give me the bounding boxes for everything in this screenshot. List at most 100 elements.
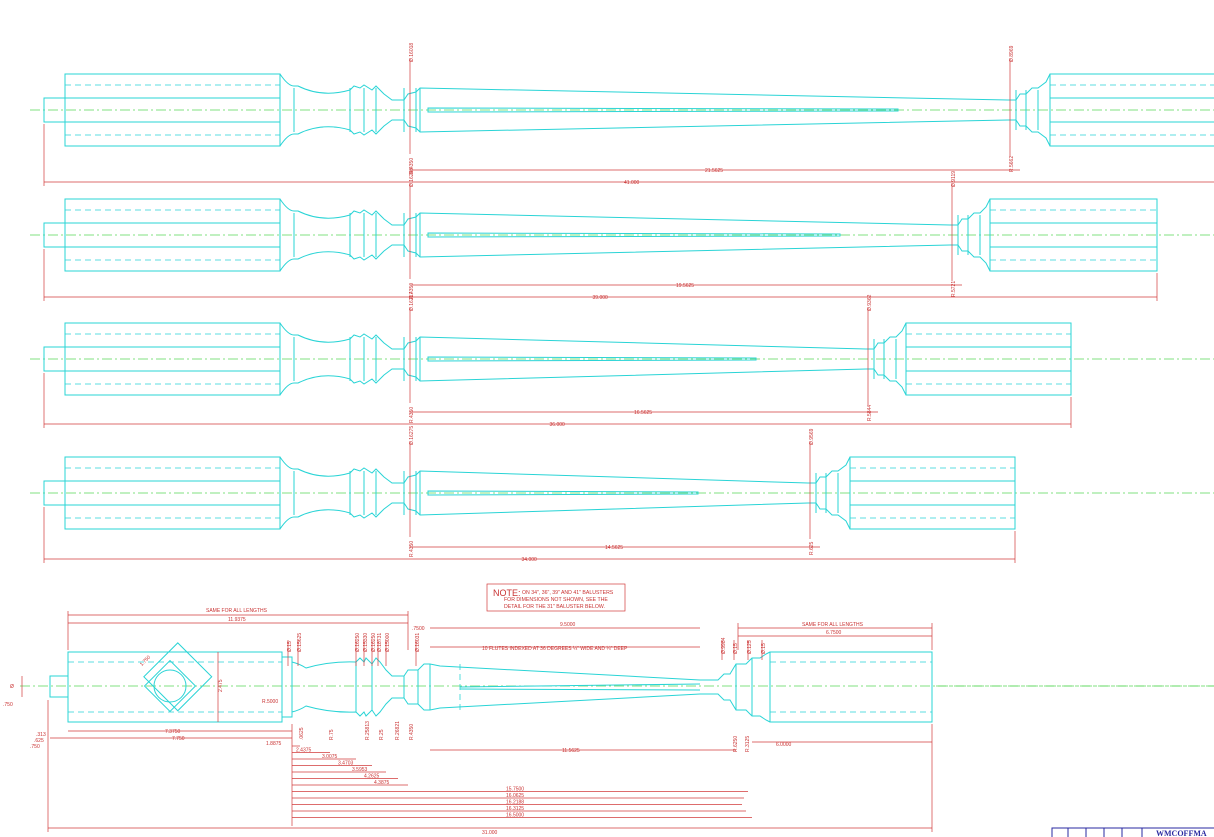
detail-right-top-label: Ø.15 xyxy=(733,643,739,654)
dim-left-block: 11.9375 xyxy=(228,617,246,623)
detail-top-label: Ø.15000 xyxy=(385,633,391,652)
overall-label: 41.000 xyxy=(624,180,640,186)
detail-right-top-label: Ø.125 xyxy=(747,640,753,654)
right-radius-label: R.5662 xyxy=(1009,156,1015,172)
detail-top-label: Ø.15330 xyxy=(363,633,369,652)
right-block xyxy=(989,198,1158,272)
detail-top-label: Ø.16250 xyxy=(371,633,377,652)
flute-note: 10 FLUTES INDEXED AT 36 DEGREES ¼" WIDE … xyxy=(482,646,628,652)
stack-dim-label: 2.4375 xyxy=(296,748,312,754)
left-radius-label: R.4350 xyxy=(409,407,415,423)
small-dim-625: .625 xyxy=(34,738,44,744)
profile-lower xyxy=(279,244,991,272)
stack-dim-label: 3.5953 xyxy=(352,767,368,773)
radius-5000: R.5000 xyxy=(262,699,278,705)
detail-bottom-label: R.4350 xyxy=(409,724,415,740)
detail-top-label: Ø.15 xyxy=(287,641,293,652)
detail-right-top-label: Ø.9984 xyxy=(721,637,727,654)
left-block xyxy=(64,198,281,272)
taper-length-label: 16.5625 xyxy=(634,410,652,416)
flute xyxy=(427,490,699,496)
profile-lower xyxy=(279,368,907,396)
overall-label: 36.000 xyxy=(550,422,566,428)
stack-dim-label: 16.0625 xyxy=(506,793,524,799)
bottom-diameter-label: Ø.8969 xyxy=(1009,45,1015,62)
bottom-diameter-label: Ø.9569 xyxy=(809,428,815,445)
dim-7375: 7.3750 xyxy=(165,729,181,735)
dim-right-end: 6.0000 xyxy=(776,742,792,748)
note-box: NOTE: ON 34", 36", 39" AND 41" BALUSTERS… xyxy=(486,583,626,612)
detail-right-bottom-label: R.6250 xyxy=(733,736,739,752)
small-dim-750: .750 xyxy=(30,744,40,750)
right-block xyxy=(905,322,1072,396)
left-block xyxy=(64,322,281,396)
top-diameter-label: Ø.16217 xyxy=(409,292,415,311)
stack-dim-label: 4.2625 xyxy=(364,774,380,780)
stacked-dimensions: 1.88752.43753.00753.47033.59534.26254.38… xyxy=(266,724,752,826)
top-diameter-label: Ø.16288 xyxy=(409,168,415,187)
flute xyxy=(427,232,841,238)
dim-taper: 11.5625 xyxy=(562,748,580,754)
dim-right-block: 6.7500 xyxy=(826,630,842,636)
dim-flute: 9.5000 xyxy=(560,622,576,628)
flute xyxy=(427,356,757,362)
detail-bottom-label: R.26821 xyxy=(395,721,401,740)
top-diameter-label: Ø.16018 xyxy=(409,43,415,62)
stack-dim-label: 4.3875 xyxy=(374,780,390,786)
dim-flute-start: .7500 xyxy=(412,626,425,632)
right-block xyxy=(1049,73,1214,147)
detail-bottom-label: R.25 xyxy=(379,729,385,740)
pin-dia: Ø xyxy=(10,684,14,690)
left-radius-label: R.4350 xyxy=(409,283,415,299)
detail-right-bottom-label: R.3125 xyxy=(745,736,751,752)
bottom-diameter-label: Ø.9362 xyxy=(867,294,873,311)
baluster-elevations: Ø.16018R.4350Ø.8969R.566221.562541.000Ø.… xyxy=(30,43,1214,563)
left-block xyxy=(64,73,281,147)
profile-upper xyxy=(279,456,851,484)
right-radius-label: R.625 xyxy=(809,541,815,555)
profile-lower xyxy=(279,502,851,530)
flute xyxy=(427,107,899,113)
title-block-name: WMCOFFMA xyxy=(1156,829,1207,837)
bottom-diameter-label: Ø.9119 xyxy=(951,171,957,187)
detail-top-label: Ø.18731 xyxy=(377,633,383,652)
left-radius-label: R.4350 xyxy=(409,541,415,557)
taper-length-label: 14.5625 xyxy=(605,545,623,551)
stack-dim-label: 3.4703 xyxy=(338,761,354,767)
detail-top-label: Ø.16031 xyxy=(415,633,421,652)
profile-upper xyxy=(279,322,907,350)
same-right-label: SAME FOR ALL LENGTHS xyxy=(802,622,864,628)
stack-dim-label: 3.0075 xyxy=(322,754,338,760)
detail-top-label: Ø.15625 xyxy=(297,633,303,652)
note-line3: DETAIL FOR THE 31" BALUSTER BELOW. xyxy=(504,604,605,610)
same-left-label: SAME FOR ALL LENGTHS xyxy=(206,608,268,614)
detail-bottom-label: .0625 xyxy=(299,727,305,740)
detail-bottom-label: R.25813 xyxy=(365,721,371,740)
stack-dim-label: 15.7500 xyxy=(506,787,524,793)
detail-top-label: Ø.16250 xyxy=(355,633,361,652)
overall-label: 34.000 xyxy=(522,557,538,563)
profile-lower xyxy=(279,119,1051,147)
pin-len: .750 xyxy=(3,702,13,708)
left-block xyxy=(64,456,281,530)
right-radius-label: R.5721 xyxy=(951,281,957,297)
note-line2: FOR DIMENSIONS NOT SHOWN, SEE THE xyxy=(504,597,608,603)
profile-upper xyxy=(279,73,1051,101)
detail-baluster xyxy=(20,642,1214,723)
note-title: NOTE: xyxy=(493,588,521,598)
square-section xyxy=(143,642,213,713)
taper-length-label: 19.5625 xyxy=(676,283,694,289)
dim-7750: 7.750 xyxy=(172,736,185,742)
block-height: 2.475 xyxy=(218,679,224,692)
right-block xyxy=(849,456,1016,530)
small-dim-313: .313 xyxy=(36,732,46,738)
taper-length-label: 21.5625 xyxy=(705,168,723,174)
profile-upper xyxy=(279,198,991,226)
stack-dim-label: 16.3125 xyxy=(506,806,524,812)
